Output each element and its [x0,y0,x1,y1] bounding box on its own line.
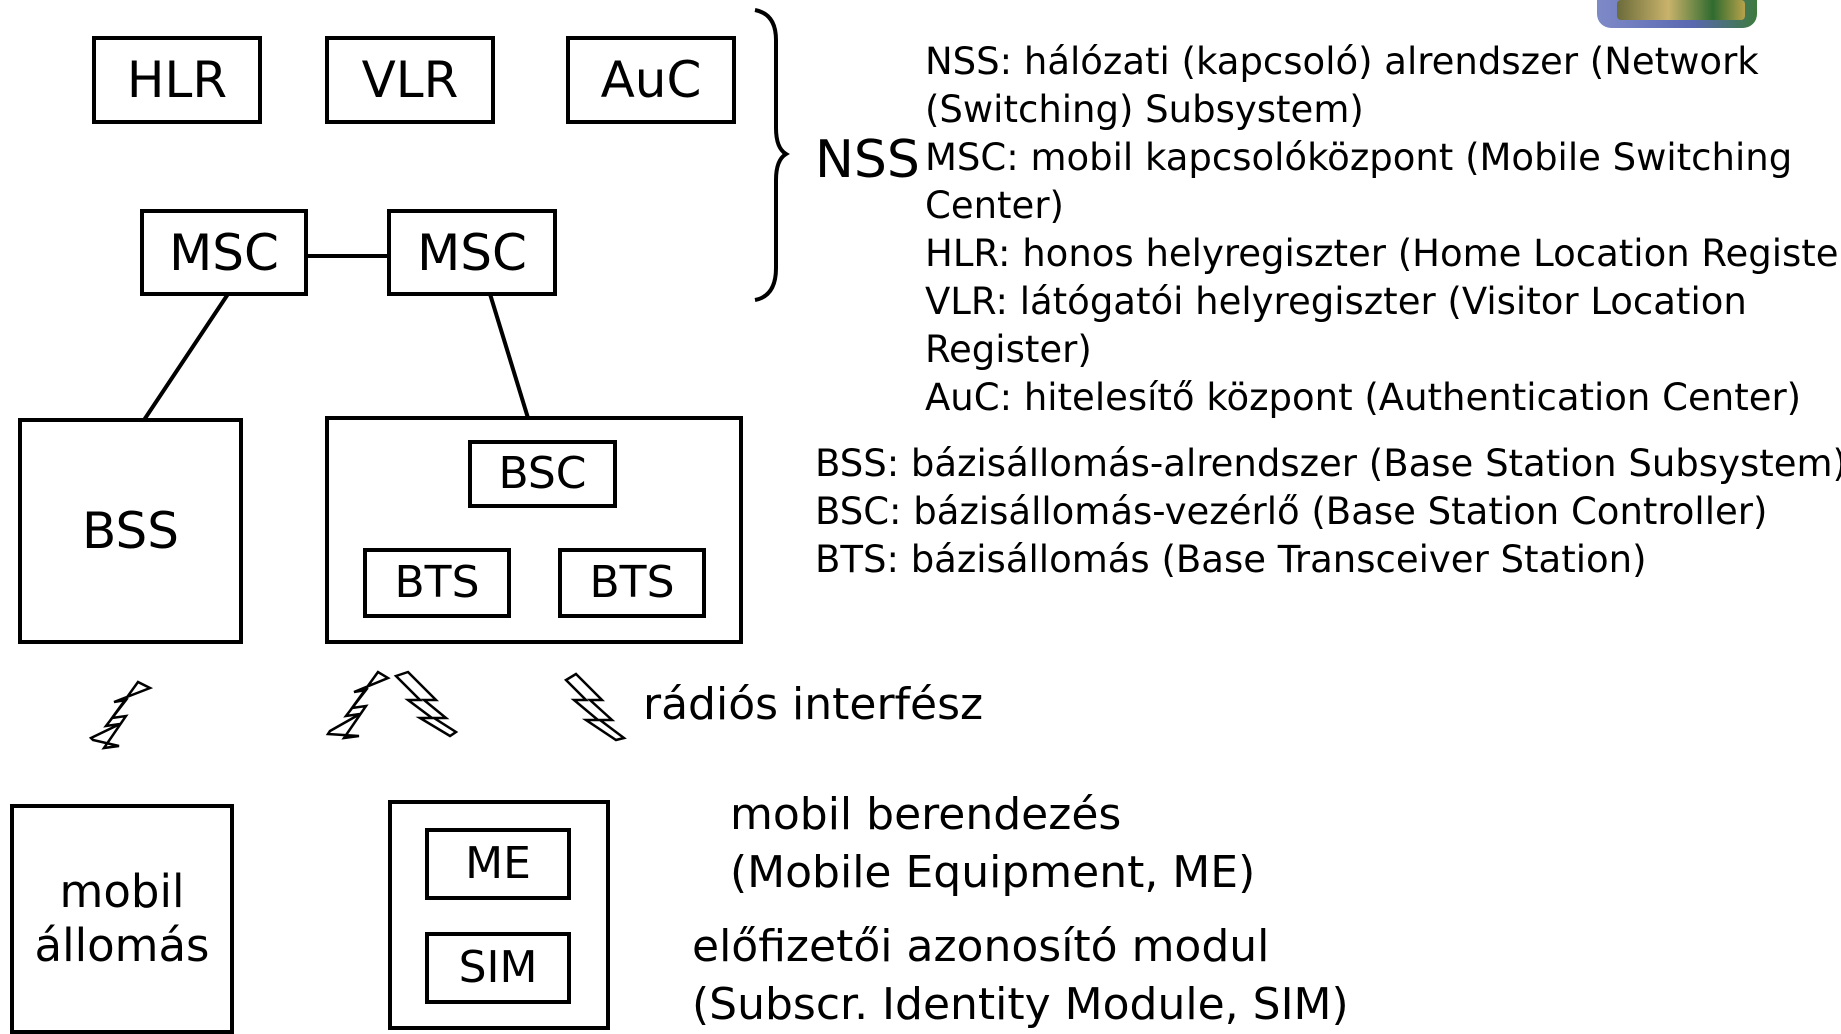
bts-right-label: BTS [589,557,675,608]
radio-interface-label: rádiós interfész [643,679,984,730]
msc-bsc-link [488,293,530,419]
bss-legend-line: BTS: bázisállomás (Base Transceiver Stat… [815,538,1647,581]
sim-description-line: (Subscr. Identity Module, SIM) [692,979,1349,1031]
me-label: ME [465,838,531,889]
mobile-station-node: mobil állomás [10,804,234,1034]
bss-legend-line: BSC: bázisállomás-vezérlő (Base Station … [815,490,1768,533]
hlr-label: HLR [126,51,228,109]
bss-node: BSS [18,418,243,644]
nss-legend-line: Center) [925,184,1064,227]
msc-left-label: MSC [169,223,279,282]
me-description-line: (Mobile Equipment, ME) [730,847,1256,899]
bts-left-node: BTS [363,548,511,618]
mobile-station-label-line1: mobil [59,865,185,918]
nss-legend-line: AuC: hitelesítő központ (Authentication … [925,376,1802,419]
sim-node: SIM [425,932,571,1004]
lightning-icon-1 [88,680,154,750]
nss-legend-line: (Switching) Subsystem) [925,88,1364,131]
me-description: mobil berendezés (Mobile Equipment, ME) [730,786,1255,902]
mobile-station-label-line2: állomás [34,919,210,972]
me-description-line: mobil berendezés [730,789,1122,840]
msc-right-label: MSC [417,223,527,282]
msc-left-node: MSC [140,209,308,296]
me-node: ME [425,828,571,900]
bsc-node: BSC [468,440,617,508]
msc-bss-link [142,292,230,422]
sim-description: előfizetői azonosító modul (Subscr. Iden… [692,918,1349,1034]
nss-brace [754,8,790,302]
vlr-label: VLR [361,51,459,109]
vlr-node: VLR [325,36,495,124]
lightning-icon-4 [563,672,627,742]
bts-right-node: BTS [558,548,706,618]
lightning-icon-2 [325,670,391,740]
msc-right-node: MSC [387,209,557,296]
auc-label: AuC [600,51,702,109]
sim-description-line: előfizetői azonosító modul [692,921,1270,972]
nss-legend-line: HLR: honos helyregiszter (Home Location … [925,232,1841,275]
auc-node: AuC [566,36,736,124]
nss-group-label: NSS [815,130,920,190]
nss-legend-line: MSC: mobil kapcsolóközpont (Mobile Switc… [925,136,1793,179]
nss-legend-line: Register) [925,328,1092,371]
bsc-label: BSC [498,448,587,499]
sim-label: SIM [458,942,538,993]
nss-legend-line: NSS: hálózati (kapcsoló) alrendszer (Net… [925,40,1759,83]
lightning-icon-3 [393,670,459,738]
bss-label: BSS [82,502,179,560]
bts-left-label: BTS [394,557,480,608]
bss-legend-line: BSS: bázisállomás-alrendszer (Base Stati… [815,442,1841,485]
nss-legend-line: VLR: látógatói helyregiszter (Visitor Lo… [925,280,1747,323]
corner-thumbnail-image [1597,0,1757,28]
nss-legend: NSS: hálózati (kapcsoló) alrendszer (Net… [925,38,1841,422]
bss-legend: BSS: bázisállomás-alrendszer (Base Stati… [815,440,1841,584]
hlr-node: HLR [92,36,262,124]
